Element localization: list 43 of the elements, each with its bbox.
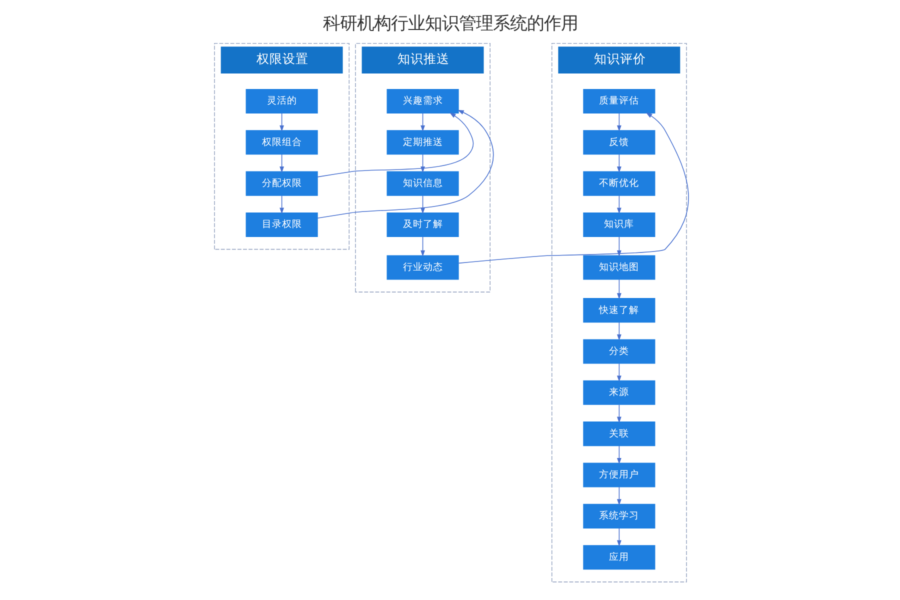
- node-box: 系统学习: [582, 504, 655, 528]
- arrow: [420, 154, 424, 173]
- arrow: [279, 195, 284, 214]
- node-box: 兴趣需求: [386, 88, 458, 114]
- arrow: [616, 195, 621, 214]
- arrow: [458, 112, 688, 264]
- arrow: [279, 154, 284, 173]
- node-box: 关联: [582, 422, 655, 446]
- arrow: [420, 195, 424, 214]
- node-box: 应用: [582, 545, 655, 570]
- node-box: 反馈: [582, 130, 655, 155]
- node-box: 灵活的: [245, 88, 318, 114]
- arrow: [616, 154, 621, 173]
- arrow: [616, 486, 621, 506]
- arrow: [616, 363, 621, 382]
- node-box: 分类: [582, 339, 655, 364]
- arrow: [616, 322, 621, 341]
- node-box: 权限组合: [245, 130, 318, 155]
- arrow: [420, 236, 424, 257]
- arrow: [316, 112, 474, 178]
- node-box: 知识库: [582, 212, 655, 238]
- arrow: [616, 528, 621, 547]
- node-box: 知识信息: [386, 171, 458, 196]
- diagram-title: 科研机构行业知识管理系统的作用: [322, 14, 578, 34]
- node-box: 快速了解: [582, 298, 655, 323]
- node-box: 来源: [582, 380, 655, 405]
- node-box: 质量评估: [582, 88, 655, 114]
- arrow: [616, 112, 621, 132]
- node-box: 及时了解: [386, 212, 458, 238]
- arrow: [616, 236, 621, 257]
- node-box: 知识地图: [582, 255, 655, 280]
- arrow: [616, 279, 621, 300]
- arrow: [316, 110, 494, 219]
- arrow: [279, 112, 284, 132]
- node-box: 分配权限: [245, 171, 318, 196]
- node-box: 定期推送: [386, 130, 458, 155]
- arrow: [616, 445, 621, 464]
- node-box: 不断优化: [582, 171, 655, 196]
- arrow: [420, 112, 424, 132]
- arrow: [616, 404, 621, 424]
- node-box: 方便用户: [582, 462, 655, 488]
- node-box: 行业动态: [386, 255, 458, 280]
- node-box: 目录权限: [245, 212, 318, 238]
